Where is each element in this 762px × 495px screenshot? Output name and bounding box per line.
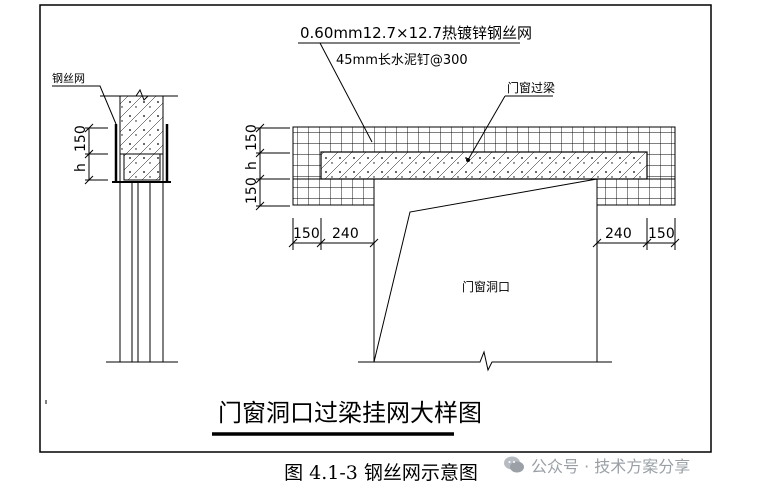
wechat-icon bbox=[504, 456, 524, 473]
figure-title: 门窗洞口过梁挂网大样图 bbox=[218, 399, 482, 427]
watermark-text: 公众号 · 技术方案分享 bbox=[531, 457, 691, 476]
dim-240-bl: 240 bbox=[332, 226, 359, 242]
label-opening: 门窗洞口 bbox=[462, 279, 510, 294]
label-nail-spec: 45mm长水泥钉@300 bbox=[336, 53, 468, 68]
dim-150-br: 150 bbox=[648, 226, 675, 242]
dim-h-v: h bbox=[244, 161, 260, 170]
label-lintel: 门窗过梁 bbox=[507, 80, 555, 95]
dim-150-bl: 150 bbox=[293, 226, 320, 242]
label-mesh-left: 钢丝网 bbox=[52, 72, 85, 85]
dim-150-left: 150 bbox=[73, 125, 89, 152]
dim-150-v2: 150 bbox=[244, 177, 260, 204]
section-view bbox=[52, 85, 178, 363]
dim-h-left: h bbox=[73, 163, 89, 172]
watermark: 公众号 · 技术方案分享 bbox=[503, 452, 753, 478]
dim-150-v1: 150 bbox=[244, 124, 260, 151]
figure-caption: 图 4.1-3 钢丝网示意图 bbox=[284, 462, 478, 484]
drawing-border bbox=[39, 4, 712, 453]
elevation-view bbox=[255, 42, 680, 372]
label-mesh-spec: 0.60mm12.7×12.7热镀锌钢丝网 bbox=[300, 24, 532, 42]
dim-240-br: 240 bbox=[605, 226, 632, 242]
